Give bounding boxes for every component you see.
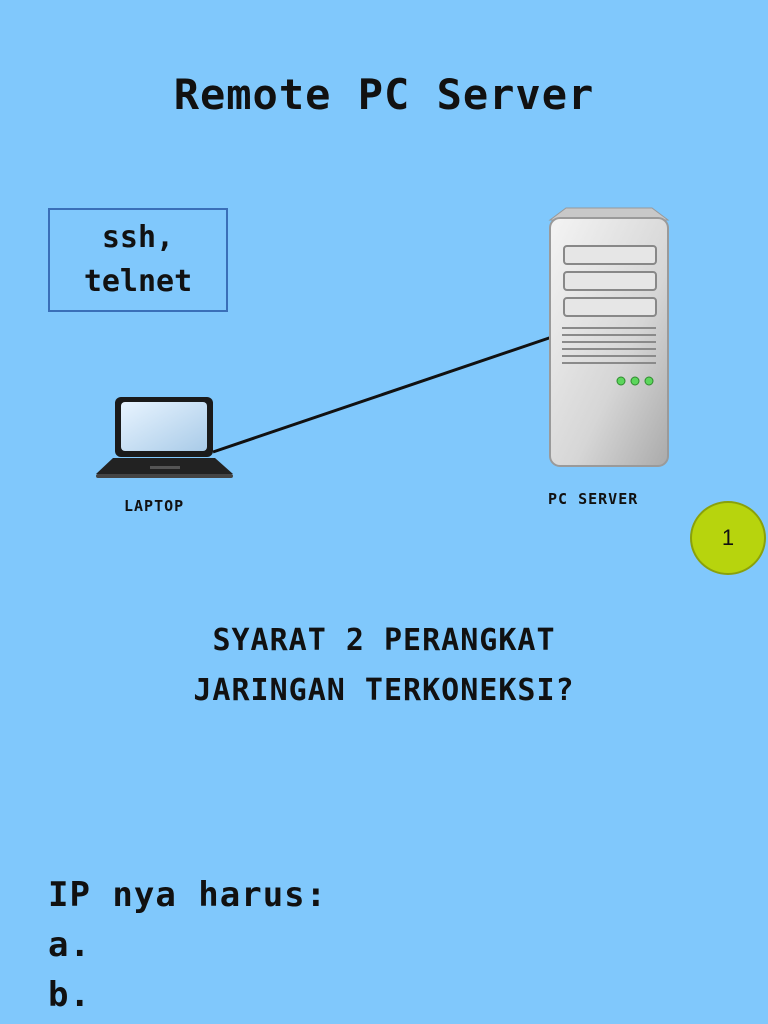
server-tower-icon bbox=[548, 207, 670, 467]
question-text: SYARAT 2 PERANGKAT JARINGAN TERKONEKSI? bbox=[0, 616, 768, 716]
laptop-icon bbox=[96, 397, 233, 478]
network-cable-line bbox=[212, 335, 553, 454]
question-line-1: SYARAT 2 PERANGKAT bbox=[212, 623, 556, 658]
page-number-badge: 1 bbox=[690, 501, 766, 575]
ip-heading: IP nya harus: bbox=[48, 875, 328, 915]
server-label: PC SERVER bbox=[548, 490, 639, 508]
ip-requirements: IP nya harus: a. b. bbox=[48, 870, 327, 1020]
protocol-box: ssh, telnet bbox=[48, 208, 228, 312]
ip-item-b: b. bbox=[48, 975, 91, 1015]
protocol-telnet: telnet bbox=[83, 264, 193, 299]
question-line-2: JARINGAN TERKONEKSI? bbox=[193, 673, 575, 708]
ip-item-a: a. bbox=[48, 925, 91, 965]
network-diagram bbox=[96, 207, 670, 478]
laptop-label: LAPTOP bbox=[124, 497, 185, 515]
protocol-ssh: ssh, bbox=[101, 220, 175, 255]
page-title: Remote PC Server bbox=[173, 70, 595, 119]
